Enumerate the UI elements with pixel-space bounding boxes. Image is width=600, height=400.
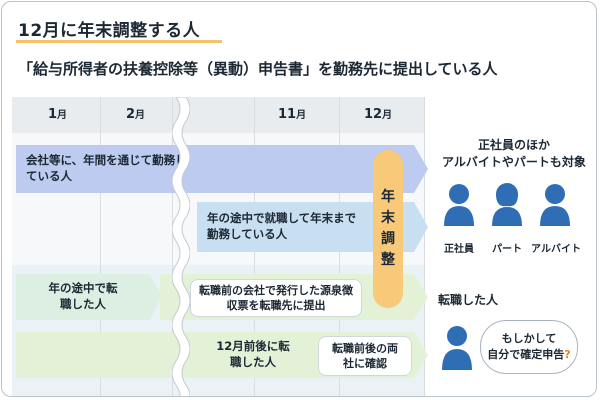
row-dec-change-arrowhead <box>414 332 428 378</box>
page-title: 12月に年末調整する人 <box>18 21 201 41</box>
label-employee: 正社員 <box>444 244 474 255</box>
row-full-year-label: 会社等に、年間を通じて勤務している人 <box>26 153 187 183</box>
month-label-12: 12月 <box>364 107 393 122</box>
row-midyear-join-label: 年の途中で就職して年末まで勤務している人 <box>207 211 357 241</box>
timeline-break <box>172 97 190 396</box>
page-subtitle: 「給与所得者の扶養控除等（異動）申告書」を勤務先に提出している人 <box>18 60 498 78</box>
row-midyear-change-label: 年の途中で転職した人 <box>48 281 118 311</box>
label-part-timer: パート <box>492 244 522 255</box>
row-dec-change-label: 12月前後に転職した人 <box>216 339 290 369</box>
year-end-adjustment-pill: 年 末 調 整 <box>373 150 403 308</box>
job-changer-person-icon <box>442 326 472 370</box>
row-midyear-change-end-arrowhead <box>414 274 428 320</box>
title-underline <box>16 40 222 43</box>
row-full-year-bar: 会社等に、年間を通じて勤務している人 <box>16 145 414 193</box>
changed-jobs-label: 転職した人 <box>438 293 499 307</box>
part-timer-person-icon <box>492 183 522 226</box>
month-label-11: 11月 <box>278 107 307 122</box>
grid-line <box>100 97 101 396</box>
label-arbeit: アルバイト <box>531 244 581 255</box>
month-label-1: 1月 <box>48 107 68 122</box>
row-midyear-change-arrowhead <box>150 274 162 320</box>
employee-person-icon <box>444 184 474 226</box>
tax-return-speech-bubble: もしかして 自分で確定申告? <box>480 320 578 374</box>
row-midyear-change-bar: 年の途中で転職した人 <box>16 274 150 320</box>
question-mark: ? <box>564 348 571 361</box>
confirm-both-note: 転職前後の両社に確認 <box>318 336 412 376</box>
row-midyear-join-arrowhead <box>414 202 428 252</box>
withholding-slip-note: 転職前の会社で発行した源泉徴収票を転職先に提出 <box>190 279 362 317</box>
row-full-year-arrowhead <box>414 145 428 193</box>
month-label-2: 2月 <box>126 107 146 122</box>
eligible-heading: 正社員のほか アルバイトやパートも対象 <box>442 138 586 170</box>
month-header-band <box>12 97 424 133</box>
grid-line <box>172 97 173 396</box>
arbeit-person-icon <box>540 184 570 226</box>
